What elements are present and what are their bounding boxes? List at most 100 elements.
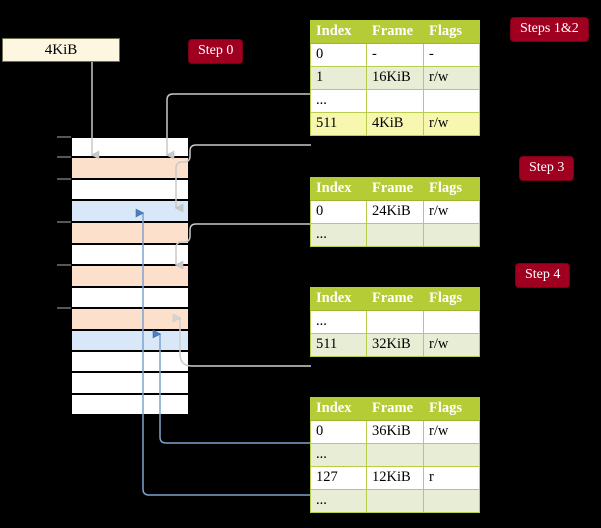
column-header-index: Index	[310, 20, 367, 44]
cell-frame: 4KiB	[366, 112, 424, 136]
column-header-flags: Flags	[423, 177, 480, 201]
memory-tick-4	[57, 264, 71, 266]
cell-index: 0	[310, 420, 367, 444]
column-header-frame: Frame	[366, 177, 424, 201]
cell-frame	[366, 223, 424, 247]
column-header-index: Index	[310, 177, 367, 201]
memory-frame-3	[72, 201, 188, 223]
cell-frame	[366, 489, 424, 513]
table-header-row: Index Frame Flags	[310, 287, 480, 311]
column-header-flags: Flags	[423, 20, 480, 44]
cell-frame	[366, 89, 424, 113]
table-row: 0 - -	[310, 43, 480, 67]
source-frame-box: 4KiB	[2, 38, 120, 62]
table-row: ...	[310, 89, 480, 113]
memory-frame-0	[72, 138, 188, 158]
cell-frame	[366, 443, 424, 467]
cell-index: 1	[310, 66, 367, 90]
table-row: ...	[310, 223, 480, 247]
cell-flags: -	[423, 43, 480, 67]
cell-flags	[423, 89, 480, 113]
cell-flags	[423, 310, 480, 334]
badge-steps-1-2-label: Steps 1&2	[520, 21, 579, 36]
table-row: 0 36KiB r/w	[310, 420, 480, 444]
table-header-row: Index Frame Flags	[310, 397, 480, 421]
table-row: 511 4KiB r/w	[310, 112, 480, 136]
column-header-frame: Frame	[366, 287, 424, 311]
physical-memory-column	[70, 136, 190, 416]
memory-frame-10	[72, 352, 188, 373]
cell-frame	[366, 310, 424, 334]
cell-index: ...	[310, 223, 367, 247]
cell-flags: r/w	[423, 420, 480, 444]
page-table-level-0: Index Frame Flags 0 - - 1 16KiB r/w ...	[310, 20, 480, 136]
source-frame-label: 4KiB	[44, 42, 78, 58]
memory-frame-5	[72, 245, 188, 266]
wire-table1-row0-to-memory	[174, 223, 311, 270]
table-header-row: Index Frame Flags	[310, 20, 480, 44]
badge-step-3: Step 3	[520, 157, 574, 180]
memory-frame-8	[72, 309, 188, 331]
table-header-row: Index Frame Flags	[310, 177, 480, 201]
cell-index: ...	[310, 89, 367, 113]
cell-flags: r/w	[423, 66, 480, 90]
table-row: 1 16KiB r/w	[310, 66, 480, 90]
cell-flags: r/w	[423, 200, 480, 224]
memory-frame-6	[72, 266, 188, 288]
cell-frame: 12KiB	[366, 466, 424, 490]
badge-step-3-label: Step 3	[529, 160, 565, 175]
memory-frame-1	[72, 158, 188, 180]
table-row: 127 12KiB r	[310, 466, 480, 490]
badge-step-4: Step 4	[516, 264, 570, 287]
memory-frame-9	[72, 331, 188, 352]
column-header-frame: Frame	[366, 20, 424, 44]
column-header-index: Index	[310, 287, 367, 311]
cell-flags	[423, 443, 480, 467]
table-row: ...	[310, 489, 480, 513]
cell-frame: 32KiB	[366, 333, 424, 357]
cell-flags: r	[423, 466, 480, 490]
cell-frame: 24KiB	[366, 200, 424, 224]
wire-table2-row511-to-memory	[172, 313, 311, 367]
wire-table0-row511-to-memory	[174, 144, 311, 213]
page-table-level-3: Index Frame Flags 0 36KiB r/w ... 127 12…	[310, 397, 480, 513]
badge-step-0: Step 0	[189, 40, 243, 63]
cell-index: 127	[310, 466, 367, 490]
memory-frame-4	[72, 223, 188, 245]
badge-step-0-label: Step 0	[198, 43, 234, 58]
page-table-level-1: Index Frame Flags 0 24KiB r/w ...	[310, 177, 480, 247]
memory-frame-12	[72, 395, 188, 416]
cell-index: 0	[310, 200, 367, 224]
cell-flags	[423, 223, 480, 247]
memory-tick-1	[57, 156, 71, 158]
cell-frame: 16KiB	[366, 66, 424, 90]
cell-flags	[423, 489, 480, 513]
table-row: ...	[310, 443, 480, 467]
cell-flags: r/w	[423, 333, 480, 357]
cell-flags: r/w	[423, 112, 480, 136]
memory-tick-2	[57, 178, 71, 180]
table-row: 0 24KiB r/w	[310, 200, 480, 224]
page-table-level-2: Index Frame Flags ... 511 32KiB r/w	[310, 287, 480, 357]
badge-step-4-label: Step 4	[525, 267, 561, 282]
column-header-frame: Frame	[366, 397, 424, 421]
column-header-index: Index	[310, 397, 367, 421]
cell-frame: 36KiB	[366, 420, 424, 444]
memory-tick-0	[57, 136, 71, 138]
cell-frame: -	[366, 43, 424, 67]
memory-tick-3	[57, 221, 71, 223]
cell-index: ...	[310, 489, 367, 513]
badge-steps-1-2: Steps 1&2	[511, 18, 588, 41]
cell-index: ...	[310, 310, 367, 334]
memory-tick-5	[57, 307, 71, 309]
cell-index: 511	[310, 333, 367, 357]
memory-frame-2	[72, 180, 188, 201]
memory-frame-7	[72, 288, 188, 309]
table-row: 511 32KiB r/w	[310, 333, 480, 357]
memory-frame-11	[72, 373, 188, 395]
column-header-flags: Flags	[423, 397, 480, 421]
cell-index: 0	[310, 43, 367, 67]
column-header-flags: Flags	[423, 287, 480, 311]
cell-index: ...	[310, 443, 367, 467]
